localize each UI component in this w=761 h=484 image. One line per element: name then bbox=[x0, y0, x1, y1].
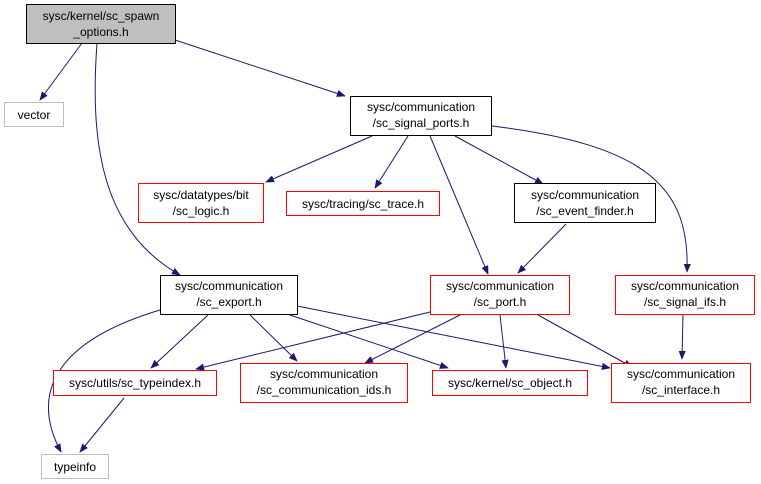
edge-export-to-interface bbox=[296, 305, 611, 370]
node-label-line: sysc/communication bbox=[175, 279, 283, 293]
edge-spawn-options-to-signal-ports bbox=[174, 39, 346, 97]
edge-signal-ports-to-port bbox=[429, 135, 489, 275]
node-label-line: sysc/kernel/sc_spawn bbox=[43, 9, 160, 23]
edge-export-to-object bbox=[289, 314, 449, 369]
node-sc-export[interactable]: sysc/communication /sc_export.h bbox=[160, 275, 298, 315]
node-label-line: vector bbox=[18, 108, 51, 122]
node-label-line: /sc_communication_ids.h bbox=[257, 383, 392, 397]
node-label-line: _options.h bbox=[72, 25, 128, 39]
edge-signal-ports-to-signal-ifs bbox=[491, 125, 691, 273]
edge-export-to-communication-ids bbox=[249, 314, 298, 362]
node-sc-signal-ports[interactable]: sysc/communication /sc_signal_ports.h bbox=[350, 96, 492, 136]
edge-signal-ports-to-logic bbox=[265, 135, 373, 183]
node-vector[interactable]: vector bbox=[4, 102, 64, 127]
node-label-line: sysc/utils/sc_typeindex.h bbox=[69, 376, 201, 390]
edge-port-to-interface bbox=[537, 314, 633, 368]
node-label-line: sysc/communication bbox=[270, 367, 378, 381]
node-label-line: /sc_event_finder.h bbox=[536, 204, 633, 218]
edge-export-to-typeinfo bbox=[47, 309, 161, 453]
node-label-line: sysc/communication bbox=[631, 279, 739, 293]
node-typeinfo[interactable]: typeinfo bbox=[41, 454, 109, 479]
edges bbox=[39, 39, 691, 453]
node-sc-typeindex[interactable]: sysc/utils/sc_typeindex.h bbox=[53, 370, 217, 396]
node-label-line: /sc_logic.h bbox=[173, 204, 230, 218]
node-sc-port[interactable]: sysc/communication /sc_port.h bbox=[430, 275, 570, 315]
edge-event-finder-to-port bbox=[517, 223, 567, 274]
node-label-line: sysc/kernel/sc_object.h bbox=[448, 376, 572, 390]
node-label-line: sysc/communication bbox=[531, 188, 639, 202]
edge-export-to-typeindex bbox=[150, 314, 209, 369]
node-sc-event-finder[interactable]: sysc/communication /sc_event_finder.h bbox=[514, 183, 656, 223]
node-label-line: sysc/datatypes/bit bbox=[153, 188, 249, 202]
edge-spawn-options-to-export bbox=[94, 42, 181, 276]
edge-port-to-typeindex bbox=[195, 311, 431, 371]
node-label-line: sysc/communication bbox=[627, 367, 735, 381]
edge-port-to-communication-ids bbox=[364, 314, 461, 364]
node-label-line: sysc/communication bbox=[446, 279, 554, 293]
node-label-line: /sc_interface.h bbox=[642, 383, 720, 397]
node-sc-signal-ifs[interactable]: sysc/communication /sc_signal_ifs.h bbox=[615, 275, 755, 315]
node-label-line: /sc_export.h bbox=[196, 295, 261, 309]
edge-typeindex-to-typeinfo bbox=[79, 397, 125, 453]
node-label-line: /sc_port.h bbox=[474, 295, 527, 309]
edge-signal-ifs-to-interface bbox=[678, 314, 686, 360]
node-label-line: typeinfo bbox=[54, 460, 96, 474]
node-label-line: sysc/tracing/sc_trace.h bbox=[302, 197, 424, 211]
node-label-line: sysc/communication bbox=[367, 100, 475, 114]
node-sc-spawn-options[interactable]: sysc/kernel/sc_spawn _options.h bbox=[26, 4, 176, 44]
node-sc-logic[interactable]: sysc/datatypes/bit /sc_logic.h bbox=[138, 183, 264, 223]
node-sc-trace[interactable]: sysc/tracing/sc_trace.h bbox=[286, 191, 440, 216]
edge-signal-ports-to-trace bbox=[374, 135, 409, 189]
node-sc-object[interactable]: sysc/kernel/sc_object.h bbox=[432, 370, 588, 396]
node-label-line: /sc_signal_ifs.h bbox=[644, 295, 726, 309]
node-sc-interface[interactable]: sysc/communication /sc_interface.h bbox=[611, 363, 751, 403]
edge-spawn-options-to-vector bbox=[39, 42, 83, 101]
node-sc-communication-ids[interactable]: sysc/communication /sc_communication_ids… bbox=[240, 363, 408, 403]
node-label-line: /sc_signal_ports.h bbox=[373, 116, 470, 130]
edge-signal-ports-to-event-finder bbox=[454, 135, 544, 185]
edge-port-to-object bbox=[499, 314, 509, 369]
